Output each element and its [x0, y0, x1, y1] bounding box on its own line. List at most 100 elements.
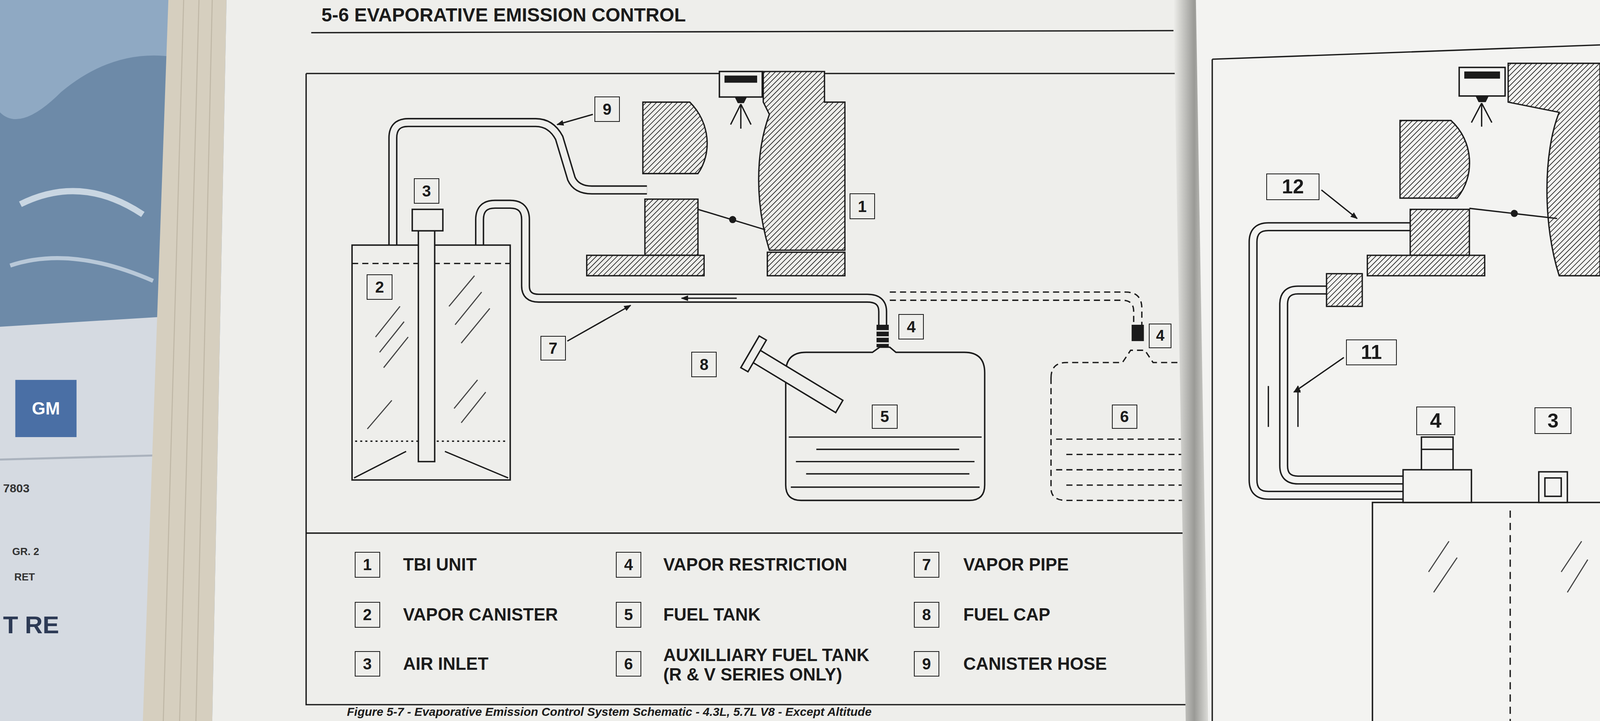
callout-text: 4: [624, 555, 633, 573]
right-page-part: [1173, 0, 1208, 721]
right-pipes-part: [1283, 290, 1407, 480]
right-tbi-unit-part: [1400, 120, 1470, 199]
callout-number: 4: [1416, 406, 1456, 435]
photo-background-part: [10, 257, 154, 281]
tbi-unit-part: [644, 199, 699, 256]
right-pipes-part: [1294, 357, 1345, 392]
right-tbi-unit-part: [1367, 255, 1485, 276]
photo-background-part: [20, 190, 143, 215]
right-canister-part: [1403, 469, 1472, 502]
right-canister-part: [1428, 540, 1588, 593]
photo-background-part: [0, 455, 154, 460]
package-print: 7803: [3, 481, 30, 495]
part-name: AIR INLET: [403, 653, 489, 674]
part-name: VAPOR PIPE: [963, 554, 1069, 574]
part-name: FUEL CAP: [963, 604, 1050, 624]
right-pipes-part: [1268, 385, 1299, 427]
page-frame-part: [305, 73, 1194, 705]
right-canister-part: [1421, 436, 1454, 470]
page-frame: [305, 30, 1194, 705]
package-print: RET: [14, 571, 35, 583]
right-tbi-unit-part: [1475, 96, 1489, 102]
tbi-unit-part: [730, 103, 751, 129]
callout-text: 11: [1361, 341, 1383, 363]
tbi-unit-part: [767, 251, 845, 276]
callout-text: 5: [624, 605, 633, 623]
right-tbi-unit-part: [1469, 208, 1558, 219]
callout-text: 8: [699, 355, 709, 373]
right-canister-part: [1509, 510, 1511, 721]
callout-number: 7: [540, 335, 566, 361]
pipes-part: [889, 300, 1134, 325]
right-canister-part: [1372, 502, 1600, 721]
pipes-part: [889, 292, 1142, 325]
callout-text: 8: [922, 605, 931, 623]
part-name: AUXILLIARY FUEL TANK (R & V SERIES ONLY): [663, 645, 882, 684]
tbi-unit-part: [586, 255, 705, 276]
leader-lines-part: [567, 305, 631, 341]
tbi-unit-part: [728, 215, 737, 224]
callout-text: 4: [1155, 327, 1165, 344]
callout-number: 9: [594, 96, 620, 122]
pipes-part: [392, 122, 647, 246]
callout-text: 12: [1281, 176, 1304, 198]
right-pipes-part: [1321, 189, 1358, 219]
tbi-unit-part: [698, 209, 766, 230]
callout-text: 9: [922, 655, 931, 672]
right-canister-part: [1421, 448, 1454, 450]
callout-number: 4: [898, 313, 924, 340]
callout-text: 4: [906, 318, 916, 335]
legend-number: 4: [615, 551, 642, 577]
right-tbi-unit-part: [1326, 273, 1363, 306]
fuel-tank-part: [876, 330, 889, 343]
callout-text: 6: [624, 655, 633, 672]
callout-number: 12: [1266, 173, 1320, 200]
legend-number: 7: [913, 551, 940, 577]
legend-number: 5: [615, 601, 642, 627]
photo-background-part: [0, 316, 166, 721]
package-print: T RE: [3, 611, 60, 639]
auxiliary-fuel-tank-part: [1131, 324, 1145, 341]
callout-number: 4: [1148, 323, 1172, 349]
right-canister-part: [1538, 471, 1568, 502]
callout-number: 2: [366, 274, 393, 300]
legend-number: 3: [354, 650, 381, 677]
tbi-unit-part: [642, 101, 708, 174]
photo-background-part: [15, 379, 77, 437]
vapor-canister-part: [418, 230, 435, 462]
callout-number: 5: [871, 404, 898, 429]
legend-number: 6: [615, 650, 642, 677]
right-tbi-unit-part: [1471, 103, 1492, 127]
right-tbi-unit: [1326, 63, 1600, 306]
fuel-tank-part: [785, 347, 985, 501]
callout-text: 5: [880, 407, 889, 425]
callout-number: 8: [691, 351, 717, 377]
part-name: FUEL TANK: [663, 604, 761, 624]
right-tbi-unit-part: [1410, 209, 1470, 256]
auxiliary-fuel-tank: [1051, 324, 1184, 500]
legend-number: 1: [354, 551, 381, 577]
figure-caption: Figure 5-7 - Evaporative Emission Contro…: [346, 704, 872, 718]
callout-text: 4: [1430, 409, 1442, 432]
callout-text: 6: [1120, 407, 1129, 425]
right-tbi-unit-part: [1464, 71, 1500, 79]
package-print: GR. 2: [12, 545, 40, 558]
vapor-canister: [351, 209, 511, 480]
callout-text: 7: [922, 555, 931, 573]
callout-text: 1: [363, 555, 372, 573]
part-name: VAPOR RESTRICTION: [663, 554, 848, 574]
callout-number: 6: [1111, 404, 1138, 429]
right-canister: [1372, 436, 1600, 721]
callout-text: 3: [422, 182, 431, 200]
callout-text: 3: [363, 655, 372, 672]
part-name: CANISTER HOSE: [963, 653, 1107, 674]
right-canister-part: [1544, 477, 1562, 497]
pipes-part: [681, 297, 737, 299]
page-heading: 5-6 EVAPORATIVE EMISSION CONTROL: [321, 4, 686, 26]
right-tbi-unit-part: [1459, 67, 1506, 97]
pipes-part: [392, 122, 647, 246]
photo-background-part: [142, 0, 227, 721]
fuel-tank-part: [876, 324, 889, 348]
